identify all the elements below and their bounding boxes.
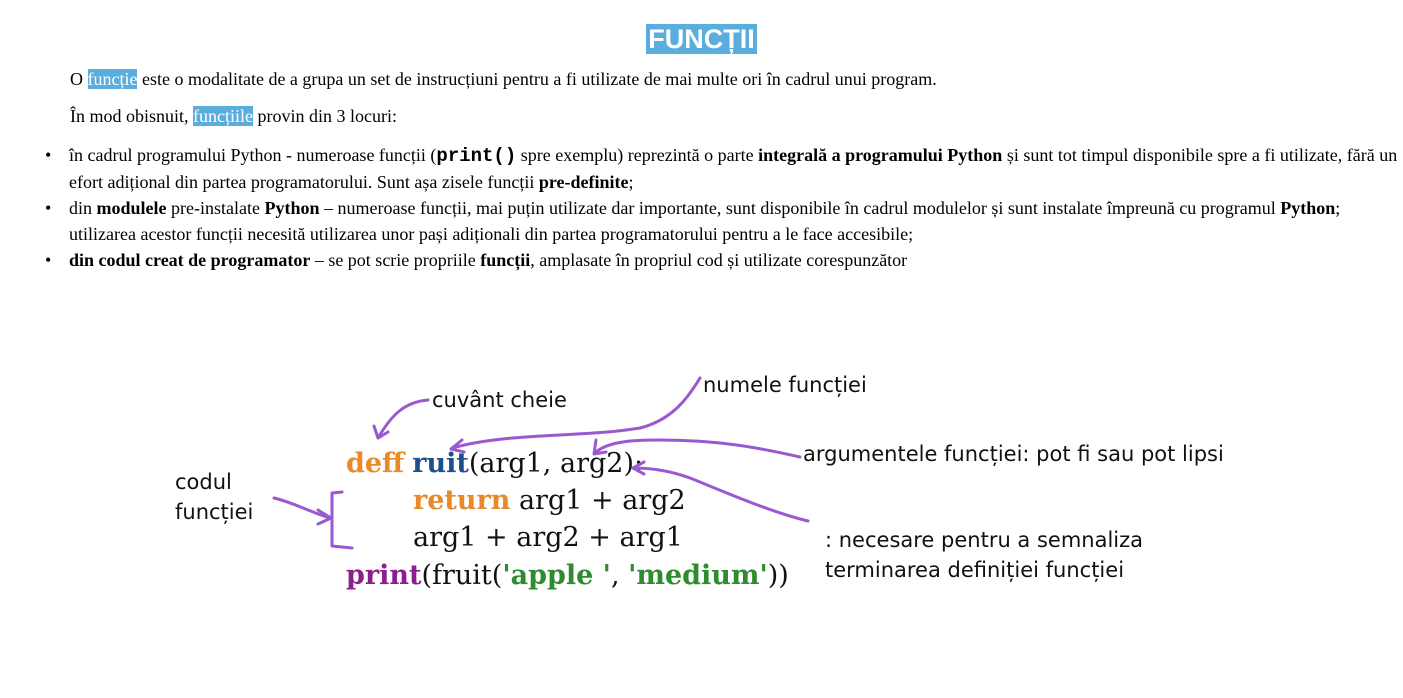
inline-code: print() [436, 145, 517, 167]
code-function-name: fruit [412, 448, 469, 479]
arrowhead-keyword [372, 424, 390, 440]
code-text: )) [768, 560, 789, 591]
arrow-colon [632, 466, 810, 523]
label-body-line2: funcției [175, 500, 253, 524]
text: ; [628, 172, 634, 192]
bracket-body [330, 490, 354, 550]
list-item: din codul creat de programator – se pot … [45, 247, 1399, 273]
code-line-print: print(fruit('apple ', 'medium')) [346, 560, 789, 591]
arrow-arguments [594, 438, 802, 459]
text: și sunt tot timpul disponibile spre a fi… [69, 145, 1398, 192]
code-line-return: return arg1 + arg2 [413, 485, 686, 516]
label-colon-line1: : necesare pentru a semnaliza [825, 528, 1143, 552]
arrowhead-colon [631, 460, 646, 476]
code-return-expr: arg1 + arg2 [510, 485, 685, 516]
bold-text: integrală a programului Python [758, 145, 1003, 165]
text: – numeroase funcții, mai puțin utilizate… [319, 198, 1281, 218]
code-text: , [611, 560, 628, 591]
text: , amplasate în propriul cod și utilizate… [530, 250, 908, 270]
text: provin din 3 locuri: [253, 106, 397, 126]
bold-text: funcții [480, 250, 531, 270]
bold-text: din codul creat de programator [69, 250, 311, 270]
code-line-expr: arg1 + arg2 + arg1 [413, 522, 683, 553]
label-colon-line2: terminarea definiției funcției [825, 558, 1124, 582]
text: este o modalitate de a grupa un set de i… [137, 69, 937, 89]
arrow-function-name [450, 376, 702, 450]
sources-list: în cadrul programului Python - numeroase… [45, 142, 1399, 273]
text: – se pot scrie propriile [310, 250, 481, 270]
highlight-term: funcție [87, 69, 138, 89]
code-keyword-def: def [346, 448, 406, 479]
text: spre exemplu) reprezintă o parte [516, 145, 759, 165]
text: pre-instalate [166, 198, 265, 218]
intro-paragraph-1: O funcție este o modalitate de a grupa u… [70, 66, 937, 92]
text: În mod obisnuit, [70, 106, 194, 126]
label-arguments: argumentele funcției: pot fi sau pot lip… [803, 442, 1224, 466]
bold-text: Python [1280, 198, 1336, 218]
code-print: print [346, 560, 422, 591]
list-item: în cadrul programului Python - numeroase… [45, 142, 1399, 195]
intro-paragraph-2: În mod obisnuit, funcțiile provin din 3 … [70, 103, 397, 129]
text: ; utilizarea acestor funcții necesită ut… [69, 198, 1341, 244]
page-title: FUNCȚII [646, 24, 757, 54]
highlight-term: funcțiile [193, 106, 253, 126]
arrowhead-function-name [449, 438, 466, 454]
code-keyword-return: return [413, 485, 511, 516]
bold-text: modulele [96, 198, 167, 218]
arrowhead-arguments [592, 438, 608, 456]
text: din [69, 198, 97, 218]
label-keyword: cuvânt cheie [432, 388, 567, 412]
text: în cadrul programului Python - numeroase… [69, 145, 437, 165]
bold-text: Python [264, 198, 320, 218]
bold-text: pre-definite [538, 172, 629, 192]
label-function-name: numele funcției [703, 373, 867, 397]
page-title-wrap: FUNCȚII [0, 24, 1403, 55]
code-string: 'apple ' [502, 560, 611, 591]
text: O [70, 69, 88, 89]
label-body-line1: codul [175, 470, 232, 494]
arrow-keyword [376, 398, 430, 440]
arrow-body [272, 496, 332, 520]
code-params: (arg1, arg2): [469, 448, 643, 479]
code-text: (fruit( [421, 560, 502, 591]
list-item: din modulele pre-instalate Python – nume… [45, 195, 1399, 247]
code-string: 'medium' [628, 560, 768, 591]
arrowhead-body [316, 508, 333, 526]
